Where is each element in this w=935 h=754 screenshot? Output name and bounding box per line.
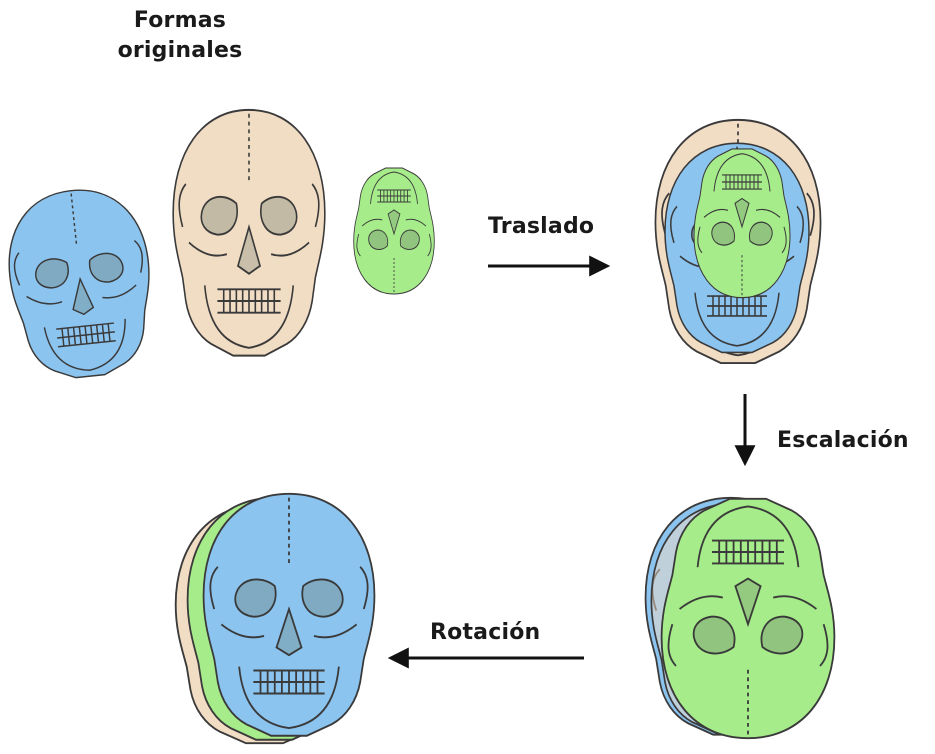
original-skull-green [354,168,435,294]
rotated-group [176,494,375,743]
original-skull-tan [173,110,325,356]
rotated-skull-blue [204,494,375,736]
translated-skull-green [694,149,790,298]
scaled-group [646,498,835,738]
original-skull-blue [2,183,160,383]
scaled-skull-green [662,499,835,738]
translated-group [655,120,820,363]
